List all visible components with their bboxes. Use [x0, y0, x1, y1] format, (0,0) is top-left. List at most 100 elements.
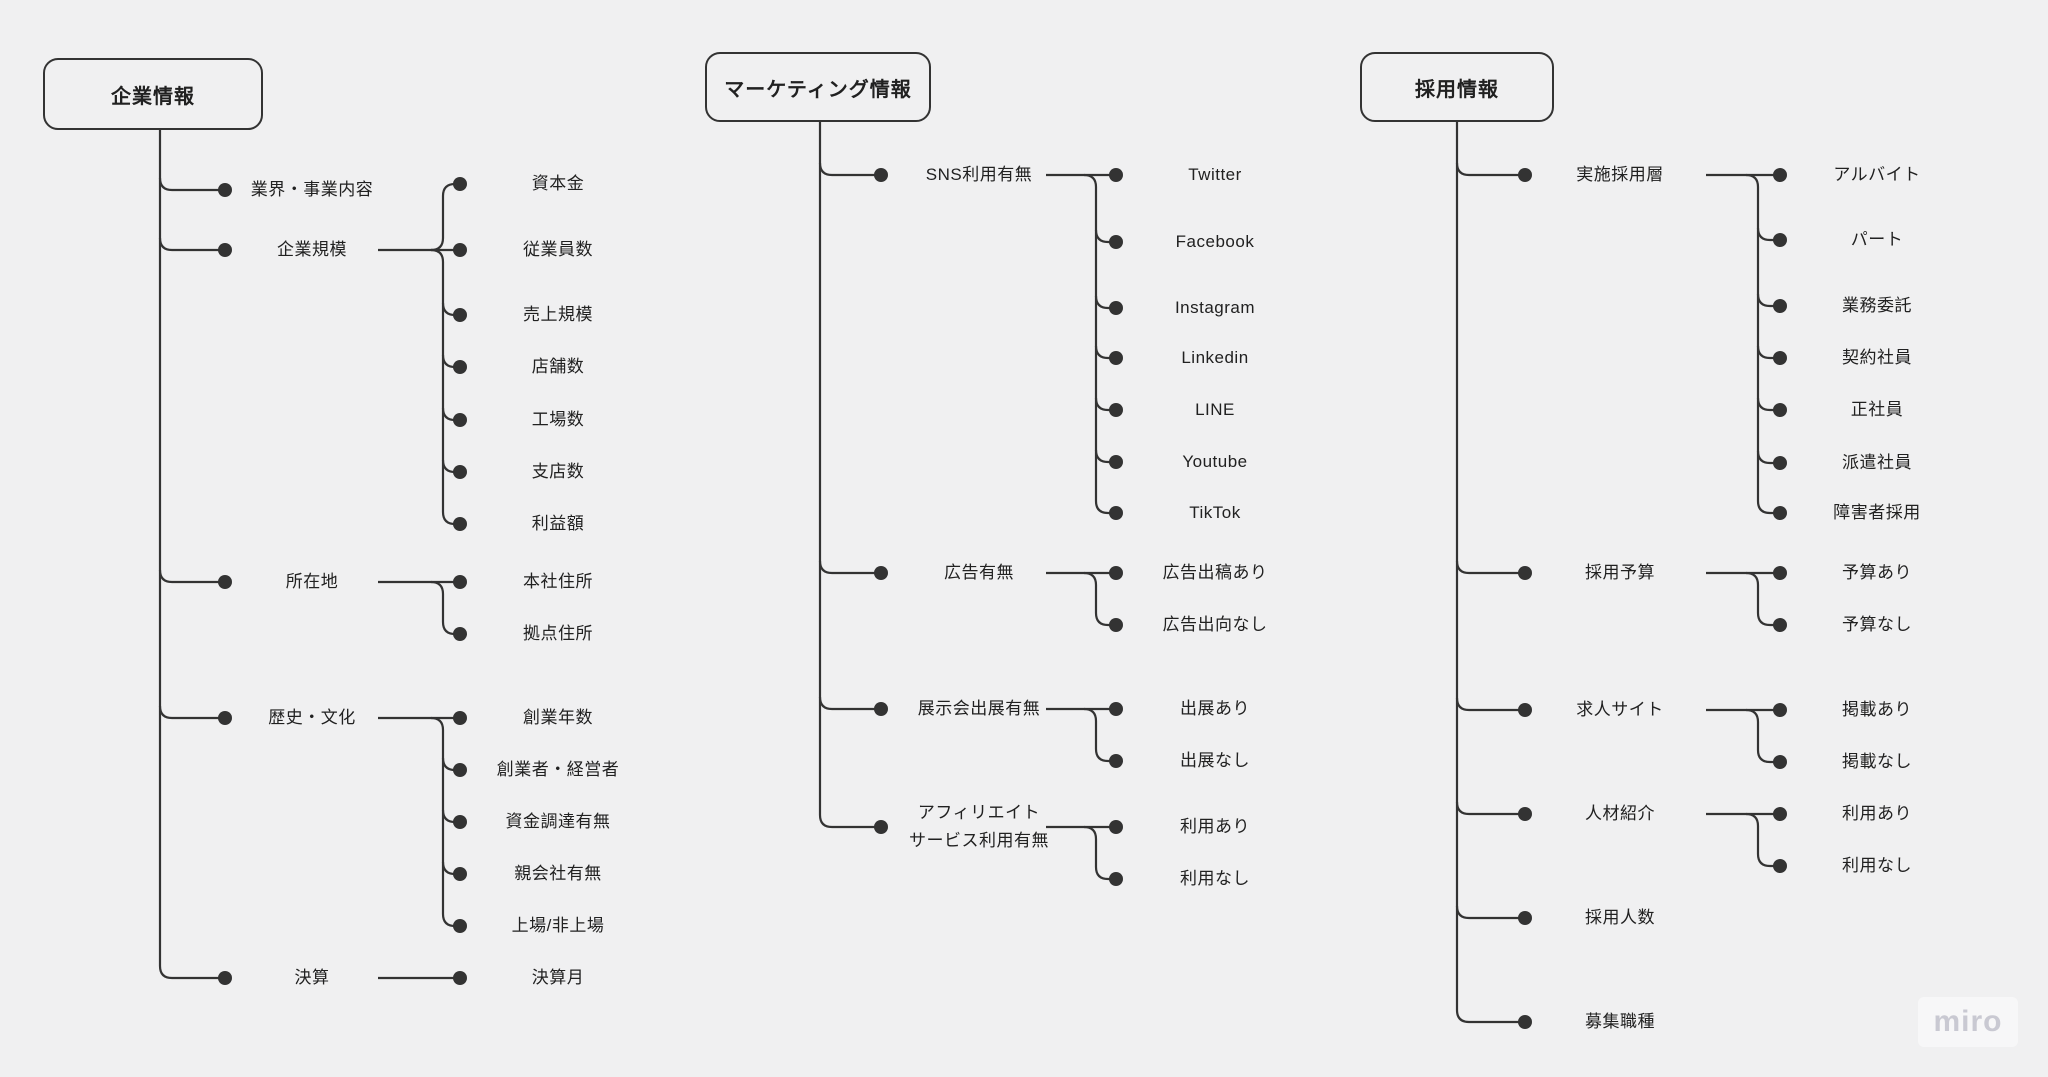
mindmap-leaf-node[interactable]: 正社員 [1850, 399, 1904, 419]
connector-line [158, 569, 225, 584]
mindmap-leaf-node[interactable]: TikTok [1189, 502, 1241, 522]
node-dot [1773, 566, 1787, 580]
connector-line [1083, 571, 1116, 627]
mindmap-root-node[interactable]: 採用情報 [1360, 52, 1554, 122]
mindmap-branch-node[interactable]: 広告有無 [944, 562, 1014, 582]
connector-line [1455, 697, 1525, 712]
node-dot [1109, 872, 1123, 886]
node-dot [218, 711, 232, 725]
mindmap-leaf-node[interactable]: 創業年数 [523, 707, 593, 727]
mindmap-branch-node[interactable]: 実施採用層 [1576, 164, 1664, 184]
connector-line [818, 560, 881, 575]
mindmap-leaf-node[interactable]: 上場/非上場 [511, 915, 605, 935]
mindmap-leaf-node[interactable]: Facebook [1175, 231, 1255, 251]
mindmap-branch-node[interactable]: 決算 [294, 967, 330, 987]
mindmap-branch-node[interactable]: 採用人数 [1585, 907, 1655, 927]
mindmap-branch-node[interactable]: SNS利用有無 [925, 164, 1033, 184]
node-dot [1109, 351, 1123, 365]
node-dot [1773, 456, 1787, 470]
mindmap-leaf-node[interactable]: 利用なし [1842, 855, 1912, 875]
mindmap-branch-node[interactable]: 採用予算 [1585, 562, 1655, 582]
connector-line [1745, 571, 1780, 627]
mindmap-leaf-node[interactable]: 利用なし [1180, 868, 1250, 888]
mindmap-branch-node[interactable]: 募集職種 [1585, 1011, 1655, 1031]
connector-line [1455, 905, 1525, 920]
mindmap-branch-node[interactable]: 求人サイト [1576, 699, 1664, 719]
node-dot [1109, 301, 1123, 315]
mindmap-leaf-node[interactable]: 店舗数 [531, 356, 585, 376]
connector-line [1756, 345, 1780, 360]
node-dot [218, 575, 232, 589]
mindmap-leaf-node[interactable]: LINE [1195, 399, 1235, 419]
node-dot [1773, 755, 1787, 769]
mindmap-leaf-node[interactable]: 本社住所 [523, 571, 593, 591]
mindmap-leaf-node[interactable]: 工場数 [531, 409, 585, 429]
mindmap-branch-node[interactable]: アフィリエイト サービス利用有無 [909, 802, 1049, 850]
node-dot [874, 566, 888, 580]
mindmap-leaf-node[interactable]: 掲載なし [1842, 751, 1912, 771]
mindmap-leaf-node[interactable]: 出展あり [1180, 698, 1250, 718]
mindmap-leaf-node[interactable]: Linkedin [1181, 347, 1249, 367]
node-dot [453, 919, 467, 933]
mindmap-leaf-node[interactable]: 従業員数 [523, 239, 593, 259]
mindmap-leaf-node[interactable]: 利用あり [1180, 816, 1250, 836]
mindmap-leaf-node[interactable]: 資金調達有無 [505, 811, 611, 831]
mindmap-leaf-node[interactable]: 予算なし [1842, 614, 1912, 634]
node-dot [218, 971, 232, 985]
mindmap-root-node[interactable]: 企業情報 [43, 58, 263, 130]
mindmap-leaf-node[interactable]: 業務委託 [1842, 295, 1912, 315]
connector-line [1745, 812, 1780, 868]
node-dot [453, 243, 467, 257]
mindmap-leaf-node[interactable]: 資本金 [531, 173, 585, 193]
root-title: 採用情報 [1415, 78, 1499, 101]
node-dot [1518, 911, 1532, 925]
mindmap-leaf-node[interactable]: Twitter [1188, 164, 1242, 184]
mindmap-branch-node[interactable]: 業界・事業内容 [250, 179, 374, 199]
mindmap-leaf-node[interactable]: アルバイト [1833, 164, 1921, 184]
node-dot [453, 971, 467, 985]
mindmap-leaf-node[interactable]: 創業者・経営者 [496, 759, 620, 779]
connector-line [158, 130, 225, 980]
mindmap-leaf-node[interactable]: 出展なし [1180, 750, 1250, 770]
mindmap-branch-node[interactable]: 歴史・文化 [268, 707, 356, 727]
node-dot [1109, 702, 1123, 716]
mindmap-leaf-node[interactable]: Instagram [1174, 297, 1256, 317]
mindmap-leaf-node[interactable]: 障害者採用 [1833, 502, 1921, 522]
connector-line [1756, 293, 1780, 308]
node-dot [1109, 506, 1123, 520]
mindmap-leaf-node[interactable]: 売上規模 [523, 304, 593, 324]
connector-line [430, 248, 460, 526]
mindmap-leaf-node[interactable]: 利益額 [531, 513, 585, 533]
mindmap-leaf-node[interactable]: 派遣社員 [1842, 452, 1912, 472]
mindmap-leaf-node[interactable]: 掲載あり [1842, 699, 1912, 719]
connector-line [158, 705, 225, 720]
mindmap-leaf-node[interactable]: 親会社有無 [514, 863, 602, 883]
mindmap-leaf-node[interactable]: 拠点住所 [523, 623, 593, 643]
node-dot [1109, 455, 1123, 469]
mindmap-leaf-node[interactable]: パート [1850, 229, 1904, 249]
node-dot [453, 413, 467, 427]
mindmap-leaf-node[interactable]: 広告出向なし [1162, 614, 1268, 634]
mindmap-leaf-node[interactable]: 決算月 [531, 967, 585, 987]
mindmap-branch-node[interactable]: 企業規模 [277, 239, 347, 259]
node-dot [1109, 403, 1123, 417]
node-dot [1773, 859, 1787, 873]
mindmap-leaf-node[interactable]: 契約社員 [1842, 347, 1912, 367]
mindmap-leaf-node[interactable]: 予算あり [1842, 562, 1912, 582]
mindmap-leaf-node[interactable]: 支店数 [531, 461, 585, 481]
mindmap-root-node[interactable]: マーケティング情報 [705, 52, 931, 122]
connector-line [818, 122, 881, 829]
connector-line [158, 237, 225, 252]
mindmap-branch-node[interactable]: 所在地 [285, 571, 339, 591]
connector-line [430, 716, 460, 928]
mindmap-branch-node[interactable]: 展示会出展有無 [917, 698, 1041, 718]
node-dot [1518, 566, 1532, 580]
mindmap-branch-node[interactable]: 人材紹介 [1585, 803, 1655, 823]
mindmap-leaf-node[interactable]: 利用あり [1842, 803, 1912, 823]
node-dot [453, 360, 467, 374]
mindmap-leaf-node[interactable]: 広告出稿あり [1162, 562, 1268, 582]
mindmap-leaf-node[interactable]: Youtube [1182, 451, 1248, 471]
node-dot [1109, 168, 1123, 182]
connector-line [1455, 801, 1525, 816]
